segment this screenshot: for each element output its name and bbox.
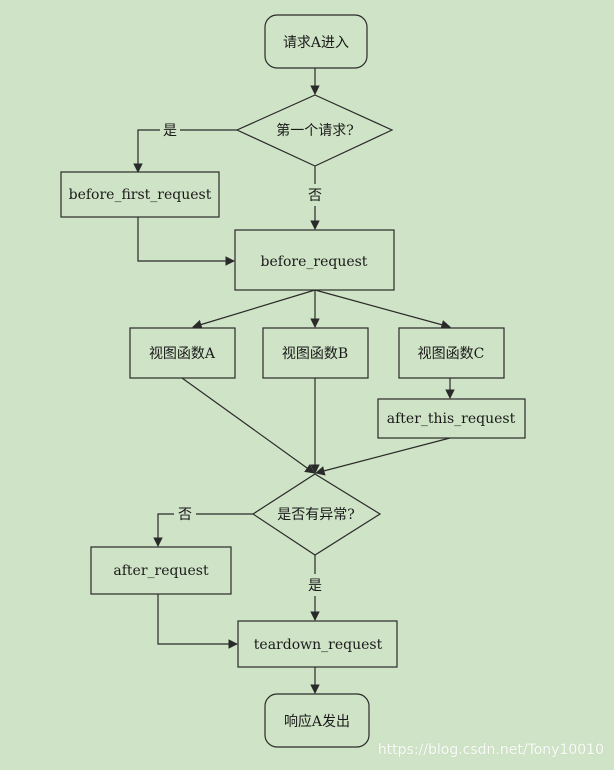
edge-atr-to-exc — [315, 437, 451, 476]
label-exception-no: 否 — [178, 507, 192, 523]
label-first-yes: 是 — [163, 123, 177, 139]
node-decision-exception-label: 是否有异常? — [277, 507, 355, 523]
node-before-first-request: before_first_request — [60, 171, 220, 218]
edge-bfr-to-br — [137, 217, 235, 266]
edge-exc-no-to-ar — [153, 513, 253, 547]
node-view-a-label: 视图函数A — [149, 346, 216, 362]
edge-first-yes-to-bfr — [133, 129, 237, 173]
label-first-no: 否 — [308, 188, 322, 204]
edges — [133, 68, 455, 694]
node-after-this-request: after_this_request — [377, 398, 526, 439]
node-after-this-request-label: after_this_request — [387, 411, 516, 427]
watermark: https://blog.csdn.net/Tony10010 — [377, 742, 604, 758]
node-end-label: 响应A发出 — [284, 713, 350, 730]
node-teardown-request: teardown_request — [237, 620, 398, 668]
edge-view-a-to-exc — [181, 377, 315, 474]
node-end: 响应A发出 — [264, 693, 370, 748]
edge-br-to-view-c — [314, 289, 451, 330]
node-before-first-request-label: before_first_request — [69, 187, 212, 203]
edge-br-to-view-a — [192, 289, 316, 330]
node-after-request: after_request — [90, 546, 232, 595]
label-exception-yes: 是 — [308, 578, 322, 594]
node-view-a: 视图函数A — [129, 327, 236, 379]
node-decision-exception: 是否有异常? — [251, 473, 382, 556]
node-start: 请求A进入 — [264, 14, 368, 69]
node-before-request: before_request — [234, 229, 395, 291]
node-after-request-label: after_request — [113, 563, 209, 579]
node-view-b: 视图函数B — [262, 327, 369, 379]
node-teardown-request-label: teardown_request — [254, 637, 383, 653]
edge-labels: 是 否 否 是 — [160, 120, 325, 596]
node-view-c-label: 视图函数C — [418, 346, 485, 362]
node-view-b-label: 视图函数B — [282, 346, 348, 362]
edge-ar-to-td — [157, 594, 238, 649]
node-decision-first: 第一个请求? — [235, 94, 394, 167]
node-before-request-label: before_request — [261, 254, 368, 270]
node-decision-first-label: 第一个请求? — [276, 122, 354, 139]
node-start-label: 请求A进入 — [283, 35, 349, 51]
node-view-c: 视图函数C — [398, 327, 505, 379]
